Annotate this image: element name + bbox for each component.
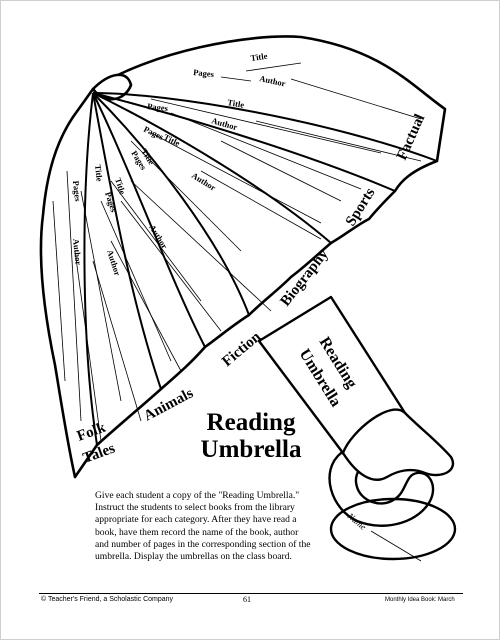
folk-tales-author-label: Author [71, 238, 84, 266]
sports-title-label: Title [227, 97, 246, 110]
footer-copyright: © Teacher's Friend, a Scholastic Company [41, 596, 174, 603]
page-title-line1: Reading [206, 409, 296, 436]
writing-lines [52, 62, 422, 442]
factual-title-label: Title [250, 51, 268, 63]
category-fiction: Fiction [219, 328, 264, 370]
folk-tales-title-label: Title [93, 164, 105, 182]
page-title-line2: Umbrella [200, 436, 302, 463]
factual-pages-label: Pages [193, 67, 215, 79]
footer-publication: Monthly Idea Book: March [385, 597, 455, 603]
page-title: Reading Umbrella [191, 409, 311, 463]
page-footer: © Teacher's Friend, a Scholastic Company… [1, 593, 500, 613]
instructions-text: Give each student a copy of the "Reading… [95, 490, 311, 563]
sports-pages-label: Pages [147, 101, 169, 113]
umbrella-ribs [83, 92, 438, 446]
footer-divider [39, 593, 463, 594]
folk-tales-pages-label: Pages [71, 180, 83, 202]
footer-page-number: 61 [243, 595, 251, 604]
umbrella-handle [257, 295, 457, 561]
